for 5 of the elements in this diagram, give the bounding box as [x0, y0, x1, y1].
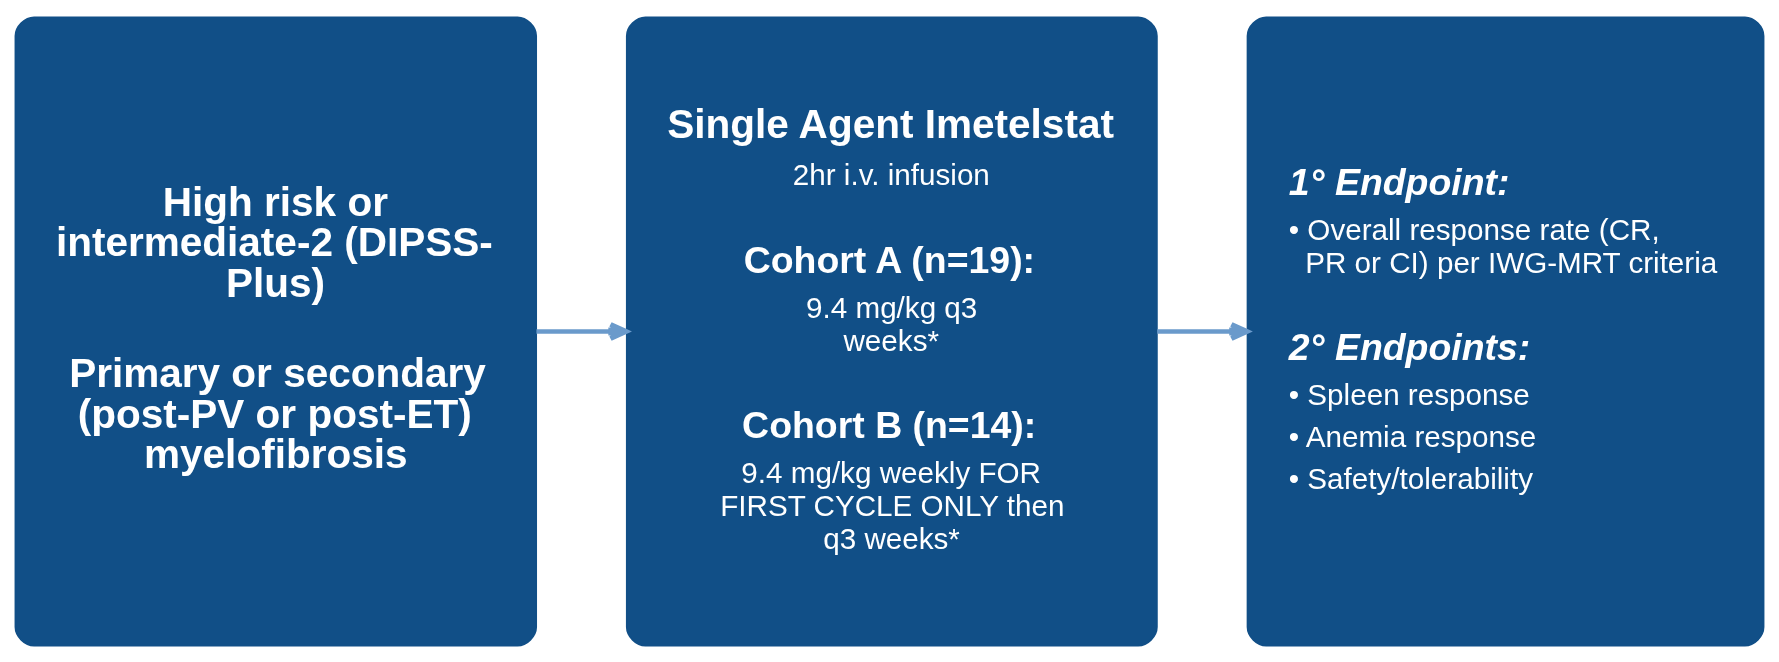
arrow: [536, 321, 629, 341]
node-box: Single Agent Imetelstat 2hr i.v. infusion Cohort A (n=19): 9.4 mg/kg q3 weeks* Cohort B (n=14): 9.4 mg/kg weekly FOR FIRST CYCLE ONLY then q3 weeks*: [625, 15, 1158, 647]
node-box: High risk or intermediate-2 (DIPSS-Plus) Primary or secondary (post-PV or post-ET) myelofibrosis: [14, 15, 538, 647]
node-box: 1° Endpoint: • Overall response rate (CR, PR or CI) per IWG-MRT criteria 2° Endpoints: • Spleen response • Anemia response • Safety/tolerability: [1246, 15, 1765, 647]
arrow: [1157, 321, 1250, 341]
